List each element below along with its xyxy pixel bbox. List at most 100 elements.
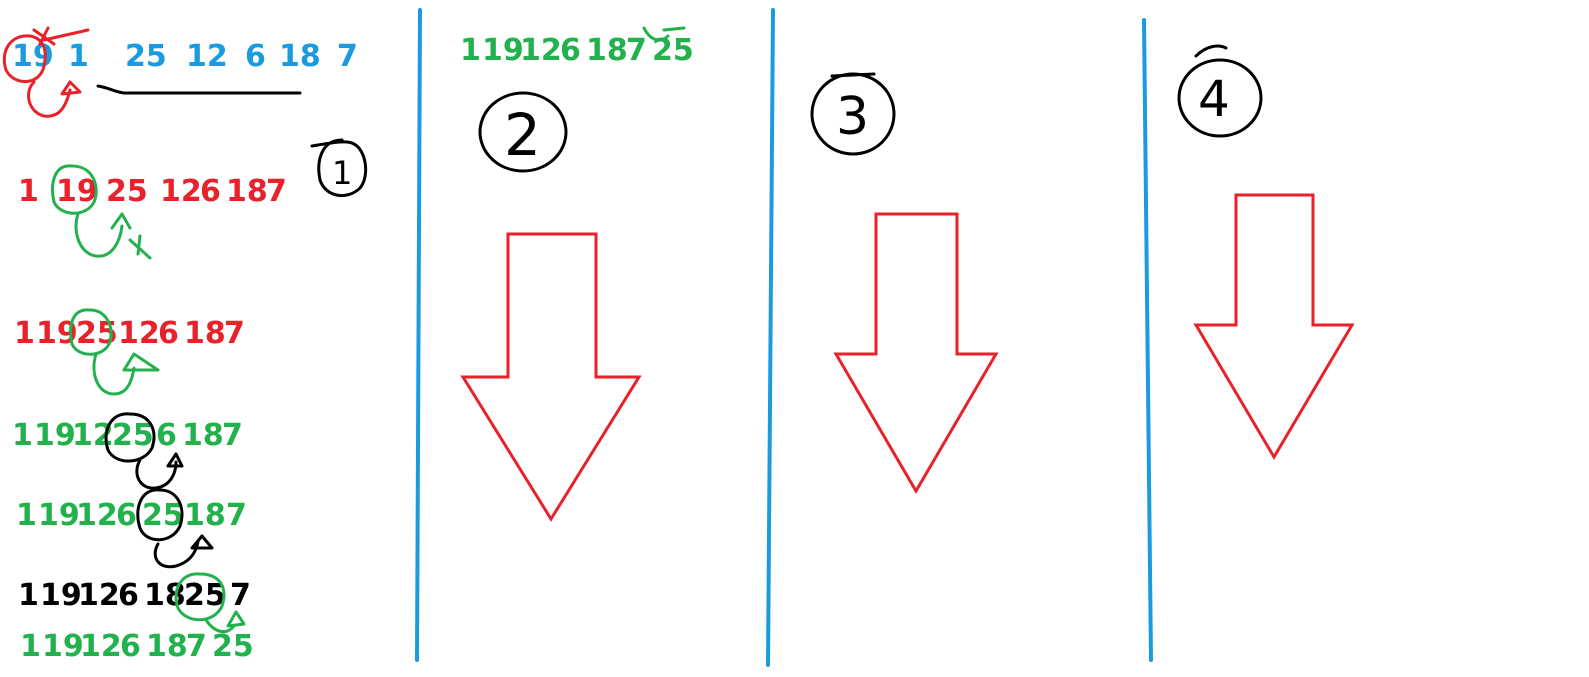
pass-2-label-circle	[478, 91, 568, 173]
pass-1-row-5-compare-circle	[136, 488, 184, 542]
pass-4-column: 4	[1177, 44, 1355, 460]
pass-1-row-5-token-1: 1	[16, 498, 37, 533]
pass-2-token-2: 19	[482, 33, 524, 68]
pass-1-row-1-token-1: 19	[12, 39, 54, 74]
pass-1-row-6-token-1: 1	[18, 578, 39, 613]
pass-4-label-circle	[1177, 58, 1263, 138]
pass-1-row-4-token-2: 19	[34, 418, 76, 453]
pass-1-row-2-token-3: 25	[106, 174, 148, 209]
pass-2-token-6: 7	[626, 33, 647, 68]
pass-2-token-7: 25	[652, 33, 694, 68]
pass-1-row-5-token-7: 7	[226, 498, 247, 533]
pass-1-row-4-token-4: 25	[112, 418, 154, 453]
pass-1-row-4-token-6: 18	[182, 418, 224, 453]
pass-1-row-3-token-6: 18	[184, 316, 226, 351]
pass-2-token-1: 1	[460, 33, 481, 68]
pass-1-row-6-swap-hook	[204, 618, 236, 634]
pass-1-row-1-token-5: 6	[245, 39, 266, 74]
divider-3	[1142, 18, 1153, 662]
pass-4-label-topstroke	[1194, 44, 1228, 58]
pass-1-row-1-underline	[96, 84, 302, 95]
pass-1-row-3-token-5: 6	[158, 316, 179, 351]
pass-3-label-topstroke	[830, 72, 876, 78]
pass-2-label: 2	[504, 101, 541, 169]
pass-1-row-7-token-4: 6	[120, 629, 141, 664]
pass-1-row-3-token-7: 7	[224, 316, 245, 351]
pass-1-row-4-compare-circle	[104, 412, 156, 463]
pass-1-row-2: 1 19 25 12 6 18 7	[18, 174, 287, 209]
pass-2-token-4: 6	[560, 33, 581, 68]
pass-1-row-3-swap-hook	[92, 352, 136, 396]
pass-1-row-4-token-5: 6	[156, 418, 177, 453]
pass-1-row-6-token-2: 19	[40, 578, 82, 613]
pass-1-row-1-swap-hook	[27, 80, 72, 118]
pass-1-row-5-token-5: 25	[142, 498, 184, 533]
pass-1-row-4-token-1: 1	[12, 418, 33, 453]
pass-1-row-5: 1 19 12 6 25 18 7	[16, 498, 247, 533]
pass-1-row-6-token-6: 25	[184, 578, 226, 613]
pass-3-label: 3	[836, 87, 869, 147]
pass-2-column: 1 19 12 6 18 7 25 2	[460, 26, 694, 522]
pass-4-down-arrow	[1193, 193, 1355, 460]
pass-1-row-1-token-2: 1	[68, 39, 89, 74]
pass-1-row-1: 19 1 25 12 6 18 7	[12, 39, 358, 74]
pass-1-row-4-swap-arrowhead	[166, 452, 184, 468]
pass-1-row-1-compare-circle	[2, 34, 47, 83]
pass-2-squiggle-mark	[642, 26, 686, 42]
pass-2-down-arrow	[460, 232, 642, 522]
pass-2-token-3: 12	[520, 33, 562, 68]
divider-1	[415, 8, 422, 662]
pass-3-column: 3	[810, 72, 999, 494]
pass-1-label: 1	[332, 154, 352, 192]
pass-1-row-4-token-7: 7	[222, 418, 243, 453]
pass-1-row-7-token-5: 18	[146, 629, 188, 664]
pass-1-row-5-token-6: 18	[184, 498, 226, 533]
pass-1-row-7-token-6: 7	[186, 629, 207, 664]
pass-1-row-2-swap-hook	[74, 212, 124, 258]
pass-1-row-6: 1 19 12 6 18 25 7	[18, 578, 251, 613]
pass-1-row-2-cross-mark	[128, 234, 152, 260]
pass-1-row-5-token-4: 6	[116, 498, 137, 533]
pass-1-row-7-token-3: 12	[80, 629, 122, 664]
pass-1-row-6-token-4: 6	[118, 578, 139, 613]
pass-1-row-2-swap-arrowhead	[110, 212, 132, 230]
pass-1-row-6-compare-circle	[174, 572, 226, 622]
pass-1-row-7-token-2: 19	[42, 629, 84, 664]
pass-1-row-4: 1 19 12 25 6 18 7	[12, 418, 243, 453]
pass-1-row-4-swap-hook	[135, 458, 178, 490]
pass-1-row-2-token-6: 18	[226, 174, 268, 209]
pass-1-row-1-swap-arrowhead	[60, 80, 82, 96]
pass-1-row-3: 1 19 25 12 6 18 7	[14, 316, 245, 351]
pass-1-row-3-compare-circle	[69, 308, 113, 356]
pass-1-row-6-swap-arrowhead	[226, 610, 246, 628]
pass-1-row-1-cross-mark	[32, 26, 90, 46]
pass-1-row-7-token-1: 1	[20, 629, 41, 664]
pass-1-row-2-token-7: 7	[266, 174, 287, 209]
pass-1-row-7-token-7: 25	[212, 629, 254, 664]
pass-1-row-2-token-5: 6	[200, 174, 221, 209]
pass-1-row-3-token-4: 12	[118, 316, 160, 351]
pass-1-row-1-token-6: 18	[279, 39, 321, 74]
pass-1-row-6-token-7: 7	[230, 578, 251, 613]
pass-1-row-3-swap-arrowhead	[122, 352, 160, 372]
pass-1-row-1-token-3: 25	[125, 39, 167, 74]
pass-1-row-3-token-1: 1	[14, 316, 35, 351]
pass-1-column: 19 1 25 12 6 18 7 1 1 19 25 12 6 18 7	[2, 26, 368, 664]
pass-1-row-2-compare-circle	[51, 164, 98, 215]
pass-2-row: 1 19 12 6 18 7 25	[460, 33, 694, 68]
pass-1-row-5-token-2: 19	[38, 498, 80, 533]
pass-1-row-2-token-1: 1	[18, 174, 39, 209]
pass-1-row-6-token-3: 12	[78, 578, 120, 613]
pass-1-row-5-swap-hook	[153, 540, 200, 569]
pass-1-label-circle	[310, 138, 368, 197]
pass-2-token-5: 18	[586, 33, 628, 68]
divider-2	[766, 8, 775, 667]
pass-1-row-5-token-3: 12	[76, 498, 118, 533]
pass-1-row-2-token-4: 12	[160, 174, 202, 209]
pass-1-row-1-token-7: 7	[337, 39, 358, 74]
pass-1-row-5-swap-arrowhead	[190, 534, 214, 550]
pass-1-row-7: 1 19 12 6 18 7 25	[20, 629, 254, 664]
pass-4-label: 4	[1198, 70, 1230, 128]
pass-3-down-arrow	[833, 212, 999, 494]
